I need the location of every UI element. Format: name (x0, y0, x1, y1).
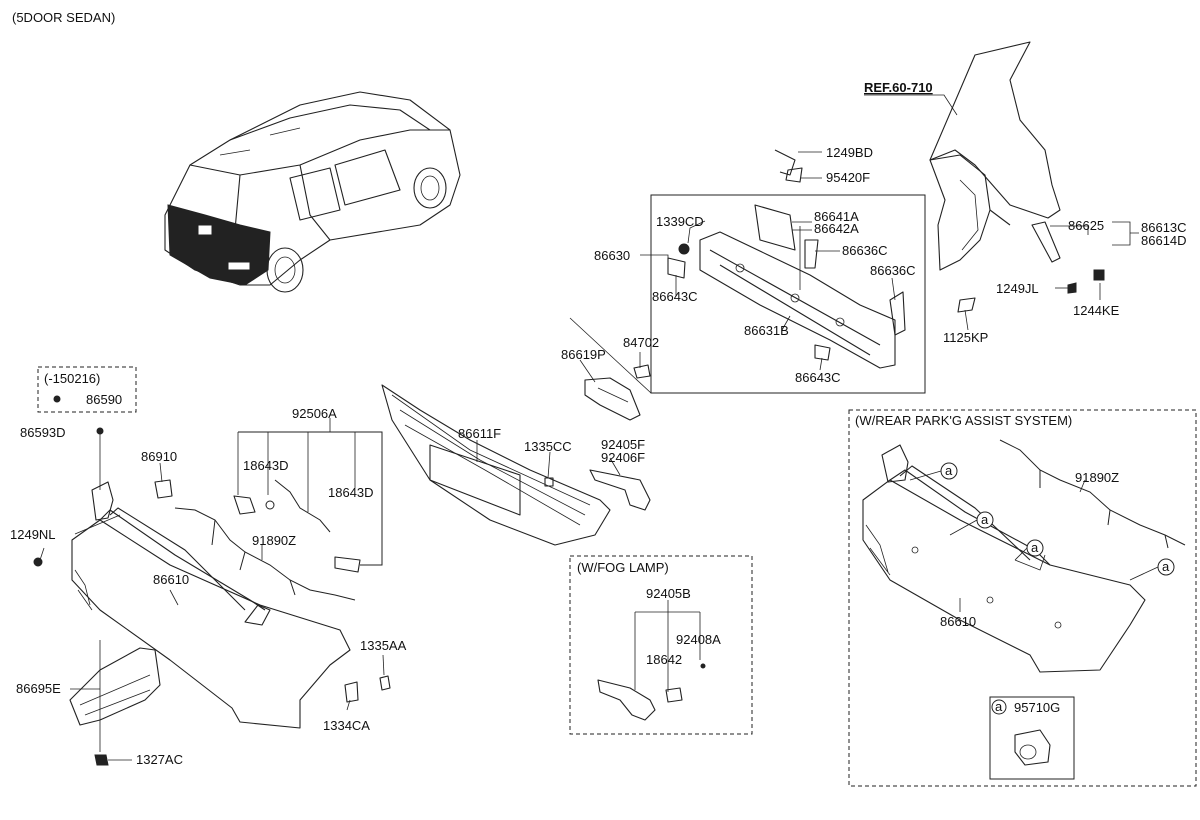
circle-a-5: a (995, 699, 1003, 714)
bumper-beam (667, 149, 1105, 369)
car-illustration (164, 91, 461, 293)
circle-a-1: a (945, 463, 953, 478)
circle-a-3: a (1031, 540, 1039, 555)
label-86641A: 86641A (814, 209, 859, 224)
early-box-label: (-150216) (44, 371, 100, 386)
fog-box (569, 555, 753, 735)
label-1335CC: 1335CC (524, 439, 572, 454)
label-86631B: 86631B (744, 323, 789, 338)
label-95420F: 95420F (826, 170, 870, 185)
label-86614D: 86614D (1141, 233, 1187, 248)
label-1244KE: 1244KE (1073, 303, 1120, 318)
park-assist-box-label: (W/REAR PARK'G ASSIST SYSTEM) (855, 413, 1072, 428)
label-86590: 86590 (86, 392, 122, 407)
ref-label: REF.60-710 (864, 80, 933, 95)
label-1249JL: 1249JL (996, 281, 1039, 296)
label-92405B: 92405B (646, 586, 691, 601)
label-84702: 84702 (623, 335, 659, 350)
label-92506A: 92506A (292, 406, 337, 421)
label-86630: 86630 (594, 248, 630, 263)
circle-a-4: a (1162, 559, 1170, 574)
park-assist-box (848, 409, 1197, 787)
label-86610-1: 86610 (153, 572, 189, 587)
rear-bumper-park: a a a a a (862, 439, 1186, 780)
label-86910: 86910 (141, 449, 177, 464)
beam-leaders (640, 151, 1139, 371)
label-86610-2: 86610 (940, 614, 976, 629)
rear-bumper-left (33, 427, 391, 766)
label-86613C: 86613C (1141, 220, 1187, 235)
label-1334CA: 1334CA (323, 718, 370, 733)
label-92408A: 92408A (676, 632, 721, 647)
label-1249NL: 1249NL (10, 527, 56, 542)
label-86636C-1: 86636C (842, 243, 888, 258)
fog-lamp-parts (597, 600, 706, 721)
label-92406F: 92406F (601, 450, 645, 465)
label-86643C-2: 86643C (795, 370, 841, 385)
label-1249BD: 1249BD (826, 145, 873, 160)
part-labels: 1249BD 95420F 1339CD 86641A 86642A 86636… (10, 145, 1187, 767)
label-86611F: 86611F (458, 426, 501, 441)
quarter-panel-ref: REF.60-710 (864, 41, 1061, 271)
label-91890Z-2: 91890Z (1075, 470, 1119, 485)
label-18642: 18642 (646, 652, 682, 667)
label-91890Z-1: 91890Z (252, 533, 296, 548)
label-86643C-1: 86643C (652, 289, 698, 304)
circle-a-2: a (981, 512, 989, 527)
fog-box-label: (W/FOG LAMP) (577, 560, 669, 575)
label-18643D-2: 18643D (328, 485, 374, 500)
label-92405F: 92405F (601, 437, 645, 452)
beam-assembly-box (650, 194, 926, 394)
early-box (37, 366, 137, 413)
wiring-harness-left (174, 418, 383, 601)
label-18643D-1: 18643D (243, 458, 289, 473)
label-95710G: 95710G (1014, 700, 1060, 715)
label-86695E: 86695E (16, 681, 61, 696)
label-86625: 86625 (1068, 218, 1104, 233)
label-86593D: 86593D (20, 425, 66, 440)
label-86619P: 86619P (561, 347, 606, 362)
label-1125KP: 1125KP (943, 330, 988, 345)
label-86642A: 86642A (814, 221, 859, 236)
upper-parts (381, 352, 651, 546)
label-1335AA: 1335AA (360, 638, 407, 653)
label-1327AC: 1327AC (136, 752, 183, 767)
label-1339CD: 1339CD (656, 214, 704, 229)
label-86636C-2: 86636C (870, 263, 916, 278)
variant-title: (5DOOR SEDAN) (12, 10, 115, 25)
